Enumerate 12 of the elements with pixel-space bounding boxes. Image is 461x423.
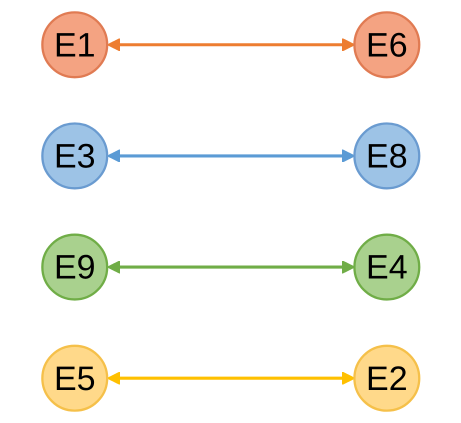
arrow <box>106 38 355 52</box>
arrow <box>106 371 355 386</box>
node-circle: E6 <box>352 11 420 78</box>
node-circle: E8 <box>352 122 420 190</box>
arrow <box>106 149 355 163</box>
node-circle: E1 <box>40 11 108 78</box>
node-circle: E5 <box>40 344 108 412</box>
node-circle: E9 <box>40 234 108 301</box>
arrow <box>106 260 355 274</box>
node-circle: E2 <box>352 344 420 412</box>
node-circle: E4 <box>352 234 420 301</box>
node-circle: E3 <box>40 122 108 190</box>
